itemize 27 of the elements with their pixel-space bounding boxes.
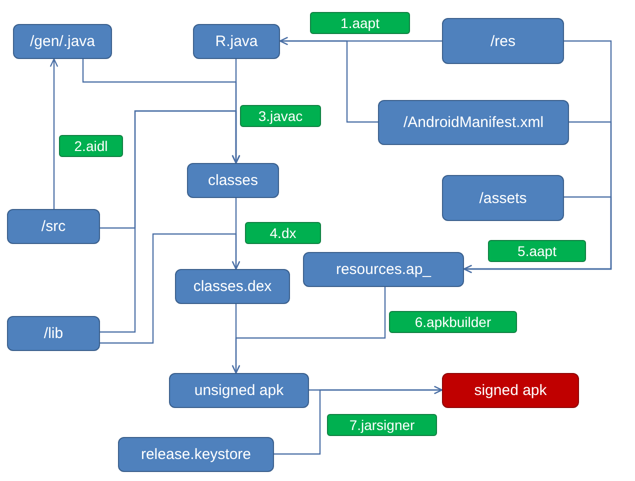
file-box: /assets	[442, 175, 564, 221]
file-box: /lib	[7, 316, 100, 351]
edge-label: 5.aapt	[488, 240, 586, 262]
file-box: R.java	[193, 24, 280, 59]
file-box: /gen/.java	[13, 24, 112, 59]
edge-label: 2.aidl	[59, 135, 123, 157]
file-box: /res	[442, 18, 564, 64]
file-box: /src	[7, 209, 100, 244]
file-box: /AndroidManifest.xml	[378, 100, 569, 145]
edge-label: 3.javac	[240, 105, 321, 127]
arrow	[50, 58, 58, 209]
file-box: signed apk	[442, 373, 579, 408]
file-box: release.keystore	[118, 437, 274, 472]
arrow	[279, 36, 378, 123]
file-box: resources.ap_	[303, 252, 464, 287]
file-box: unsigned apk	[169, 373, 309, 408]
arrow	[100, 110, 240, 333]
file-box: classes.dex	[175, 269, 290, 304]
arrow	[463, 196, 612, 274]
edge-label: 7.jarsigner	[327, 414, 437, 436]
arrow	[100, 233, 240, 344]
arrow	[232, 287, 386, 374]
edge-label: 6.apkbuilder	[389, 311, 517, 333]
edge-label: 4.dx	[245, 222, 321, 244]
arrow	[274, 386, 443, 455]
edge-label: 1.aapt	[310, 12, 410, 34]
file-box: classes	[187, 163, 279, 198]
